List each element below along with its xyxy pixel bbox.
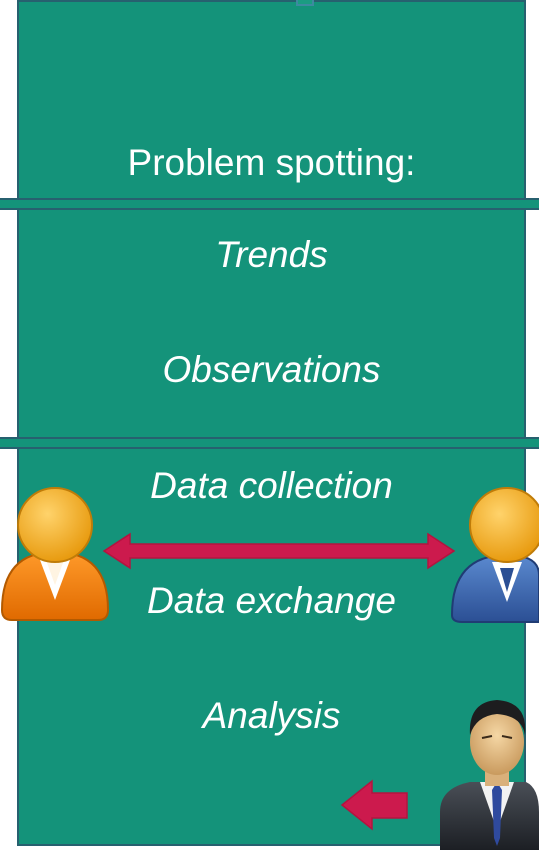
blue-user-icon [450,487,539,623]
businessman-icon [440,700,539,850]
double-arrow-icon [102,532,456,570]
heading-problem-spotting: Problem spotting: [127,142,416,183]
item-data-exchange: Data exchange [147,580,396,621]
item-analysis: Analysis [202,695,341,736]
orange-user-icon [0,487,110,621]
main-panel [17,0,526,846]
top-connector-tab [296,0,314,6]
item-data-collection: Data collection [150,465,393,506]
left-arrow-icon [340,779,408,831]
section-divider-top [0,198,539,210]
item-observations: Observations [162,349,381,390]
item-trends: Trends [215,234,328,275]
section-divider-bottom [0,437,539,449]
